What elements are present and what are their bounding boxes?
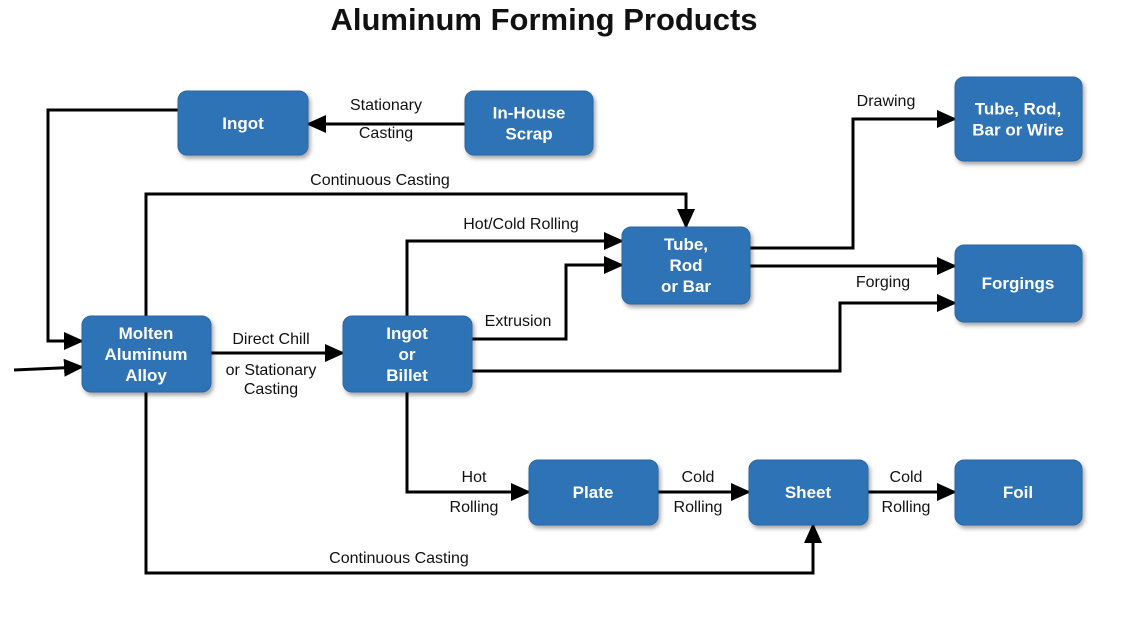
- node-plate: Plate: [528, 459, 659, 526]
- text-line: Forgings: [982, 274, 1055, 293]
- text-line: or Stationary: [226, 362, 317, 379]
- text-line: Direct Chill: [232, 331, 309, 348]
- edge-billet-to-tube-extrusion: [472, 256, 624, 341]
- text-line: Aluminum: [104, 345, 187, 364]
- text-line: Hot: [462, 469, 487, 486]
- text-line: Billet: [386, 366, 428, 385]
- text-line: Continuous Casting: [329, 550, 469, 567]
- node-tube-rod-bar-wire: Tube, Rod, Bar or Wire: [954, 76, 1083, 162]
- edge-external-to-molten: [13, 358, 84, 377]
- edges: [13, 108, 957, 575]
- label-drawing: Drawing: [857, 93, 916, 110]
- edge-billet-to-forgings: [472, 294, 957, 373]
- node-sheet: Sheet: [748, 459, 869, 526]
- text-line: Stationary: [350, 97, 422, 114]
- text-line: Bar or Wire: [972, 120, 1063, 139]
- text-line: Molten: [119, 324, 174, 343]
- text-line: Forging: [856, 274, 910, 291]
- label-continuous-casting-top: Continuous Casting: [310, 172, 450, 189]
- edge-billet-to-plate: [405, 392, 531, 501]
- text-line: Rod: [669, 256, 702, 275]
- text-line: Plate: [573, 483, 614, 502]
- text-line: Drawing: [857, 93, 916, 110]
- text-line: In-House: [493, 103, 566, 122]
- edge-molten-to-tube-continuous: [144, 192, 695, 316]
- text-line: Foil: [1003, 483, 1033, 502]
- label-hot-cold-rolling: Hot/Cold Rolling: [463, 216, 579, 233]
- node-tube-rod-bar-label: Tube, Rod or Bar: [661, 235, 711, 296]
- text-line: Rolling: [882, 499, 931, 516]
- text-line: Rolling: [674, 499, 723, 516]
- text-line: Casting: [244, 381, 298, 398]
- node-tube-rod-bar: Tube, Rod or Bar: [621, 226, 751, 305]
- node-foil: Foil: [954, 459, 1083, 526]
- node-foil-label: Foil: [1003, 483, 1033, 502]
- label-continuous-casting-bottom: Continuous Casting: [329, 550, 469, 567]
- node-tube-rod-bar-wire-label: Tube, Rod, Bar or Wire: [972, 99, 1063, 139]
- text-line: Ingot: [222, 114, 264, 133]
- edge-tube-to-tube-top: [750, 110, 957, 250]
- edge-molten-to-sheet-continuous: [144, 392, 822, 575]
- text-line: Cold: [890, 469, 923, 486]
- edge-ingot-to-molten: [46, 108, 178, 350]
- node-plate-label: Plate: [573, 483, 614, 502]
- text-line: Hot/Cold Rolling: [463, 216, 579, 233]
- text-line: or Bar: [661, 277, 711, 296]
- text-line: Tube, Rod,: [975, 99, 1062, 118]
- diagram-title: Aluminum Forming Products: [330, 2, 758, 37]
- text-line: Ingot: [386, 324, 428, 343]
- node-forgings: Forgings: [954, 244, 1083, 323]
- node-forgings-label: Forgings: [982, 274, 1055, 293]
- label-forging: Forging: [856, 274, 910, 291]
- text-line: Extrusion: [485, 313, 552, 330]
- text-line: Continuous Casting: [310, 172, 450, 189]
- text-line: Cold: [682, 469, 715, 486]
- text-line: Casting: [359, 125, 413, 142]
- text-line: Rolling: [450, 499, 499, 516]
- text-line: Tube,: [664, 235, 708, 254]
- edge-billet-to-tube-rolling: [405, 232, 624, 316]
- text-line: Scrap: [505, 124, 552, 143]
- text-line: Sheet: [785, 483, 832, 502]
- node-sheet-label: Sheet: [785, 483, 832, 502]
- node-ingot: Ingot: [177, 90, 309, 156]
- node-ingot-label: Ingot: [222, 114, 264, 133]
- text-line: Alloy: [125, 366, 167, 385]
- label-extrusion: Extrusion: [485, 313, 552, 330]
- text-line: or: [399, 345, 416, 364]
